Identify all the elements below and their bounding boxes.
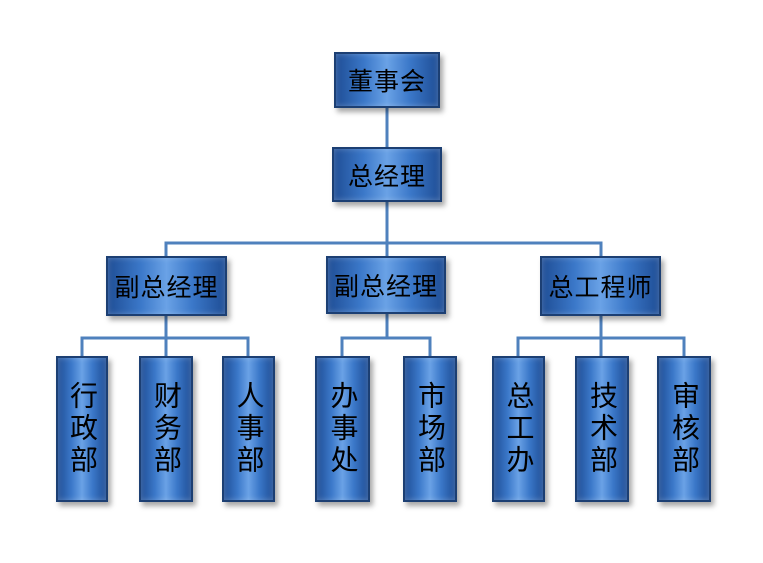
node-vp-1: 副总经理 bbox=[106, 256, 227, 316]
node-market-label: 市场部 bbox=[414, 381, 447, 477]
node-board-label: 董事会 bbox=[347, 67, 426, 96]
node-tech-label: 技术部 bbox=[586, 381, 619, 477]
node-market: 市场部 bbox=[403, 356, 457, 502]
node-gm: 总经理 bbox=[332, 147, 442, 202]
node-chief-engineer: 总工程师 bbox=[540, 256, 661, 316]
node-office-label: 办事处 bbox=[326, 381, 360, 477]
node-office: 办事处 bbox=[315, 356, 370, 502]
node-audit-label: 审核部 bbox=[668, 381, 701, 477]
node-engineering-office-label: 总工办 bbox=[502, 381, 536, 477]
node-admin: 行政部 bbox=[56, 356, 108, 502]
node-finance: 财务部 bbox=[139, 356, 193, 502]
node-finance-label: 财务部 bbox=[150, 381, 183, 477]
node-audit: 审核部 bbox=[657, 356, 711, 502]
node-board: 董事会 bbox=[334, 52, 440, 108]
node-chief-engineer-label: 总工程师 bbox=[548, 273, 653, 302]
node-gm-label: 总经理 bbox=[347, 161, 426, 191]
node-vp-2-label: 副总经理 bbox=[333, 272, 438, 301]
node-hr: 人事部 bbox=[222, 356, 275, 502]
node-vp-1-label: 副总经理 bbox=[114, 273, 219, 302]
node-hr-label: 人事部 bbox=[232, 381, 266, 477]
node-engineering-office: 总工办 bbox=[492, 356, 545, 502]
node-tech: 技术部 bbox=[575, 356, 629, 502]
node-vp-2: 副总经理 bbox=[326, 256, 446, 314]
node-admin-label: 行政部 bbox=[66, 381, 99, 477]
